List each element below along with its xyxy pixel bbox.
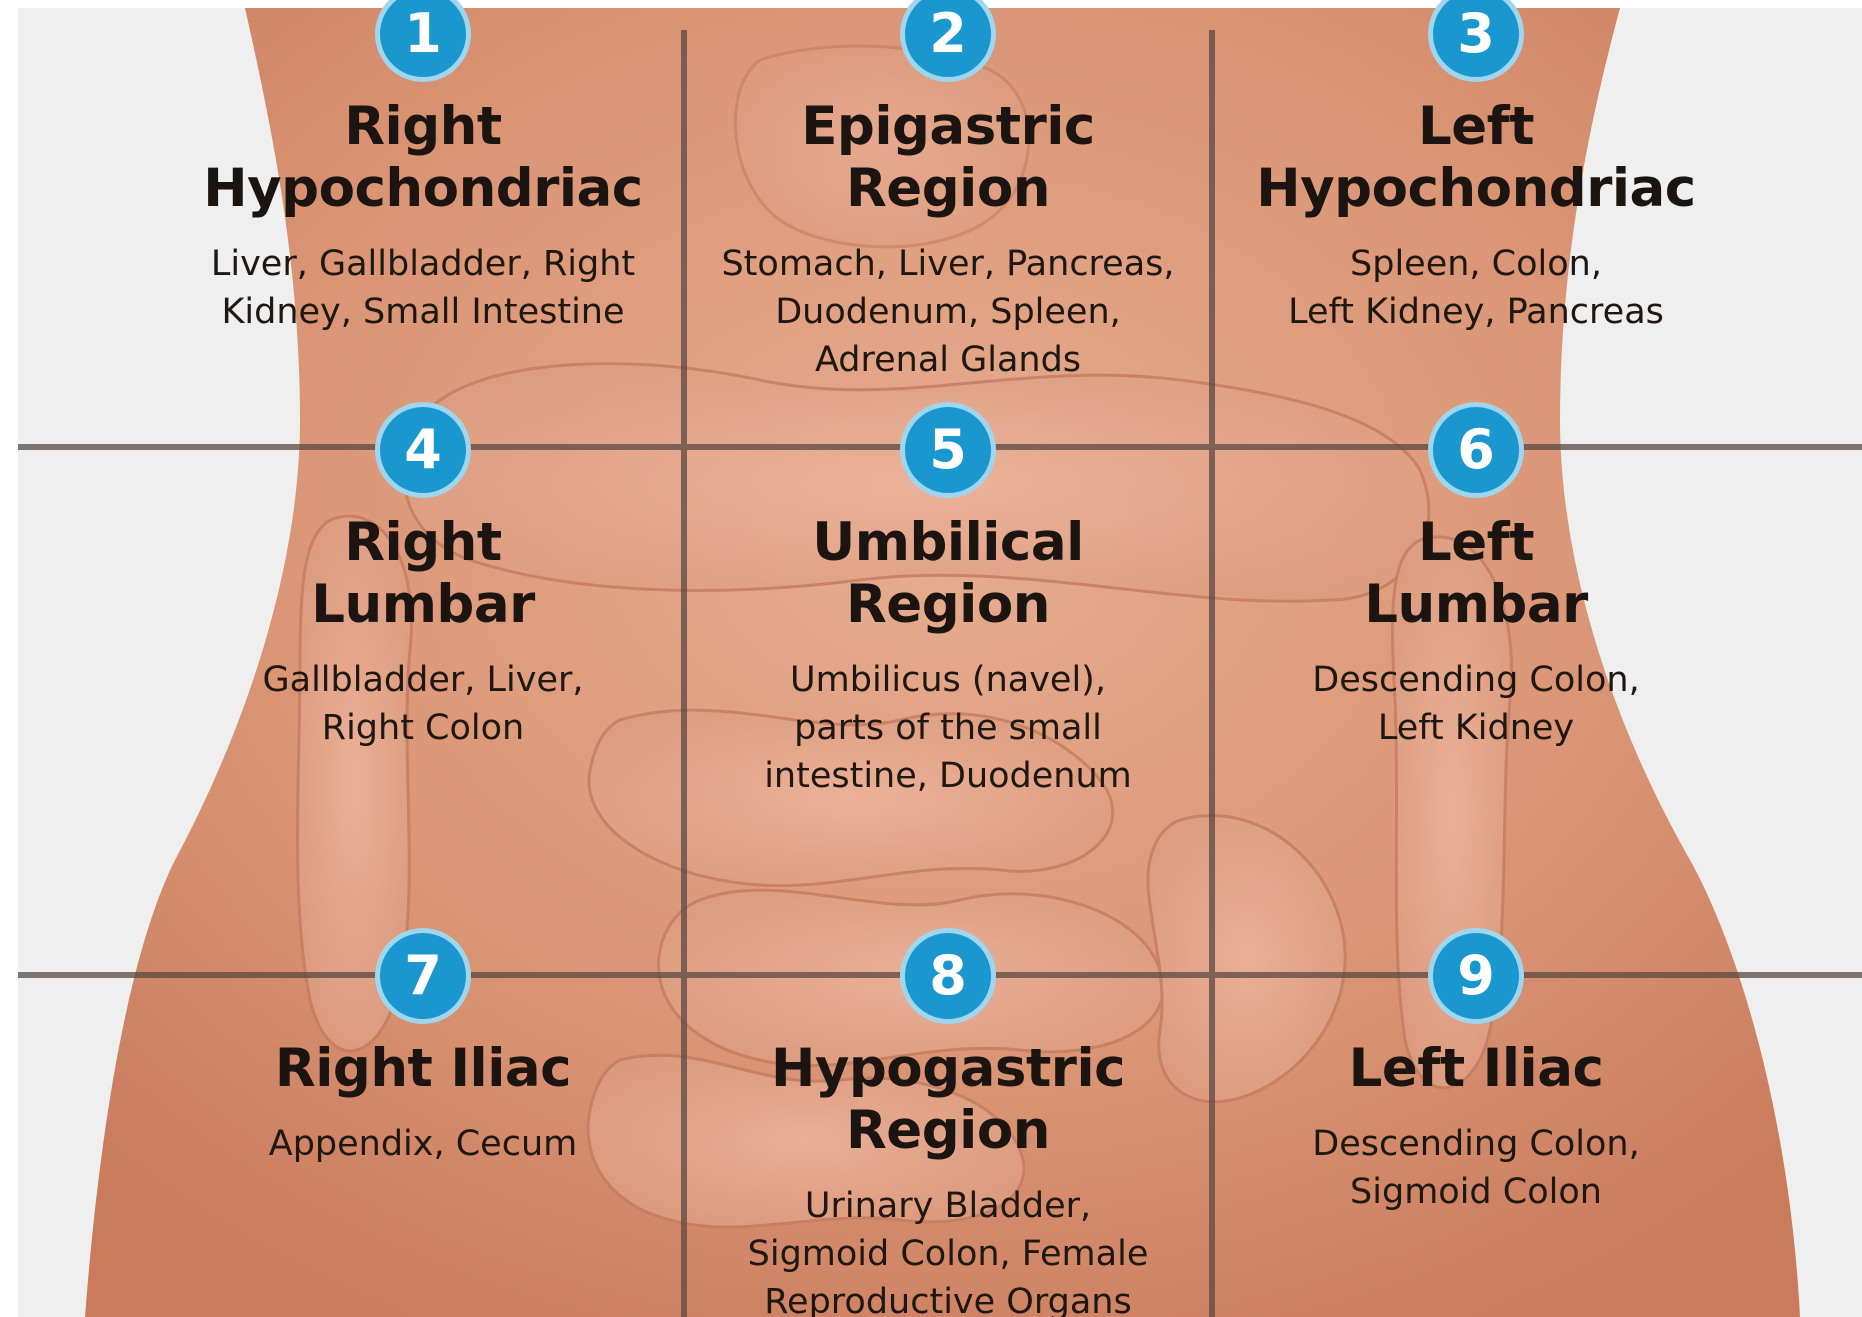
region-8: 8 Hypogastric Region Urinary Bladder, Si… <box>688 928 1208 1317</box>
region-organs: Urinary Bladder, Sigmoid Colon, Female R… <box>688 1182 1208 1317</box>
region-number-badge: 9 <box>1428 928 1524 1024</box>
region-name: Left Iliac <box>1216 1038 1736 1100</box>
region-number-badge: 8 <box>900 928 996 1024</box>
region-organs: Spleen, Colon, Left Kidney, Pancreas <box>1216 240 1736 336</box>
region-name: Hypogastric Region <box>688 1038 1208 1162</box>
region-organs: Umbilicus (navel), parts of the small in… <box>688 656 1208 800</box>
region-3: 3 Left Hypochondriac Spleen, Colon, Left… <box>1216 0 1736 336</box>
region-5: 5 Umbilical Region Umbilicus (navel), pa… <box>688 402 1208 800</box>
region-number-badge: 2 <box>900 0 996 82</box>
region-1: 1 Right Hypochondriac Liver, Gallbladder… <box>163 0 683 336</box>
region-number-badge: 4 <box>375 402 471 498</box>
region-6: 6 Left Lumbar Descending Colon, Left Kid… <box>1216 402 1736 752</box>
region-4: 4 Right Lumbar Gallbladder, Liver, Right… <box>163 402 683 752</box>
region-number-badge: 1 <box>375 0 471 82</box>
region-number-badge: 6 <box>1428 402 1524 498</box>
region-organs: Liver, Gallbladder, Right Kidney, Small … <box>163 240 683 336</box>
region-organs: Stomach, Liver, Pancreas, Duodenum, Sple… <box>688 240 1208 384</box>
region-organs: Descending Colon, Sigmoid Colon <box>1216 1120 1736 1216</box>
region-2: 2 Epigastric Region Stomach, Liver, Panc… <box>688 0 1208 384</box>
region-name: Umbilical Region <box>688 512 1208 636</box>
region-name: Left Hypochondriac <box>1216 96 1736 220</box>
region-number-badge: 7 <box>375 928 471 1024</box>
region-name: Right Hypochondriac <box>163 96 683 220</box>
region-organs: Descending Colon, Left Kidney <box>1216 656 1736 752</box>
region-number-badge: 3 <box>1428 0 1524 82</box>
region-name: Epigastric Region <box>688 96 1208 220</box>
region-organs: Appendix, Cecum <box>163 1120 683 1168</box>
region-number-badge: 5 <box>900 402 996 498</box>
region-9: 9 Left Iliac Descending Colon, Sigmoid C… <box>1216 928 1736 1216</box>
region-organs: Gallbladder, Liver, Right Colon <box>163 656 683 752</box>
region-name: Right Lumbar <box>163 512 683 636</box>
region-name: Right Iliac <box>163 1038 683 1100</box>
region-7: 7 Right Iliac Appendix, Cecum <box>163 928 683 1168</box>
region-name: Left Lumbar <box>1216 512 1736 636</box>
